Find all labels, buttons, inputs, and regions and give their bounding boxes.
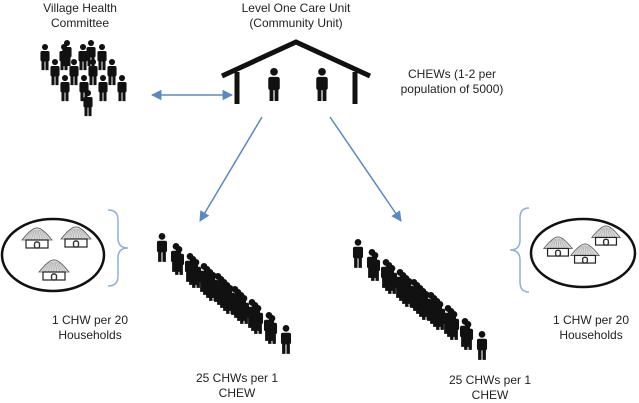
committee-label-line1: Village Health (28, 1, 132, 16)
person-icon (157, 233, 167, 262)
person-icon (268, 68, 280, 101)
person-icon (107, 59, 116, 85)
person-icon (60, 75, 69, 101)
left-count-label-line1: 25 CHWs per 1 (185, 371, 289, 386)
village-health-committee-crowd (40, 40, 126, 116)
care-unit-house (222, 42, 370, 104)
person-icon (316, 68, 328, 101)
person-icon (353, 239, 363, 268)
care-unit-label-line1: Level One Care Unit (238, 1, 354, 16)
right-ratio-label-line2: Households (544, 328, 638, 343)
person-icon (97, 44, 106, 70)
left-count-label: 25 CHWs per 1 CHEW (185, 371, 289, 401)
person-icon (50, 59, 59, 85)
chews-label-line1: CHEWs (1-2 per (386, 67, 518, 82)
right-count-label-line1: 25 CHWs per 1 (438, 373, 542, 388)
person-icon (78, 44, 87, 70)
left-count-label-line2: CHEW (185, 386, 289, 401)
left-village (2, 219, 104, 291)
left-ratio-label-line2: Households (42, 328, 138, 343)
care-unit-label-line2: (Community Unit) (238, 16, 354, 31)
left-bracket (108, 210, 128, 286)
person-icon (281, 325, 291, 354)
left-ratio-label: 1 CHW per 20 Households (42, 313, 138, 343)
right-ratio-label: 1 CHW per 20 Households (544, 313, 638, 343)
person-icon (69, 59, 78, 85)
person-icon (98, 75, 107, 101)
right-ratio-label-line1: 1 CHW per 20 (544, 313, 638, 328)
person-icon (40, 44, 49, 70)
care-unit-label: Level One Care Unit (Community Unit) (238, 1, 354, 31)
committee-label-line2: Committee (28, 16, 132, 31)
left-ratio-label-line1: 1 CHW per 20 (42, 313, 138, 328)
chews-label-line2: population of 5000) (386, 82, 518, 97)
person-icon (117, 75, 126, 101)
chew-figures (268, 68, 328, 101)
right-bracket (510, 208, 529, 292)
unit-to-left-crowd-arrow (200, 117, 262, 221)
left-chw-crowd (157, 233, 291, 354)
unit-to-right-crowd-arrow (330, 117, 401, 221)
person-icon (477, 331, 487, 360)
house-icon (222, 42, 370, 76)
right-chw-crowd (353, 239, 487, 360)
committee-label: Village Health Committee (28, 1, 132, 31)
right-count-label: 25 CHWs per 1 CHEW (438, 373, 542, 403)
right-village (531, 219, 635, 287)
chews-label: CHEWs (1-2 per population of 5000) (386, 67, 518, 97)
